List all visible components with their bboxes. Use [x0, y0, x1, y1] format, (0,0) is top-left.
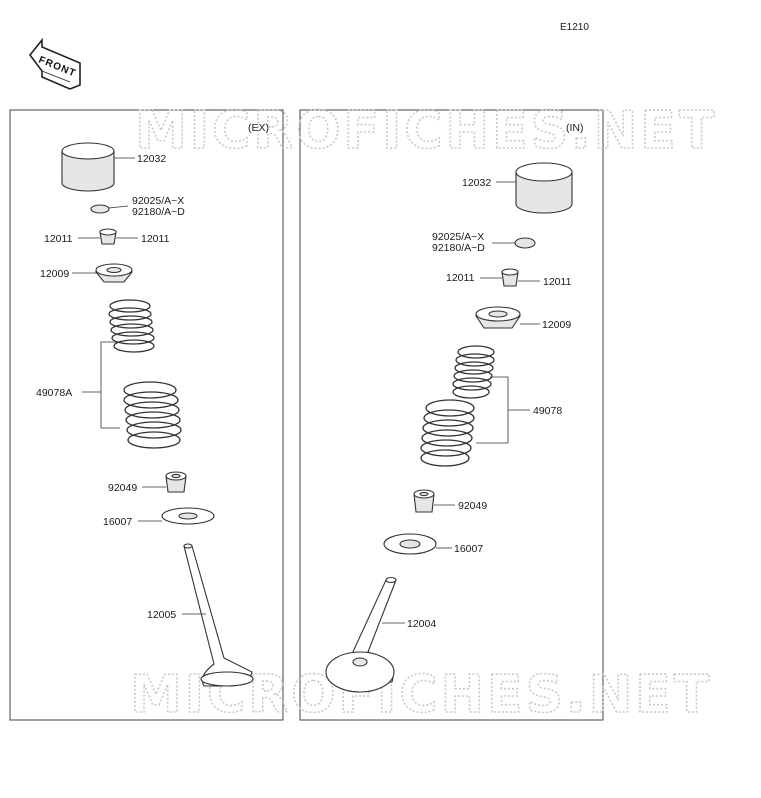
- in-outer-spring: [420, 399, 475, 467]
- in-spring-seat: [383, 533, 437, 555]
- ex-label-12032: 12032: [137, 153, 166, 165]
- in-label-12011-right: 12011: [543, 276, 572, 288]
- in-label-92049: 92049: [458, 500, 487, 512]
- ex-stem-seal: [165, 471, 187, 493]
- in-label-12032: 12032: [462, 177, 491, 189]
- in-stem-seal: [413, 489, 435, 513]
- ex-label-92180: 92180/A~D: [132, 206, 185, 218]
- in-panel-tag: (IN): [566, 122, 584, 134]
- ex-label-16007: 16007: [103, 516, 132, 528]
- ex-panel-tag: (EX): [248, 122, 269, 134]
- ex-panel: 12032 92025/A~X 92180/A~D 12011 12011 12…: [36, 142, 254, 687]
- ex-spring-seat: [161, 507, 215, 525]
- in-label-16007: 16007: [454, 543, 483, 555]
- ex-label-92025: 92025/A~X: [132, 195, 184, 207]
- in-label-92025: 92025/A~X: [432, 231, 484, 243]
- in-spring-retainer: [474, 306, 522, 329]
- in-label-92180: 92180/A~D: [432, 242, 485, 254]
- ex-inner-spring: [108, 299, 155, 353]
- ex-outer-spring: [123, 381, 182, 449]
- in-valve-lifter: [515, 162, 573, 214]
- ex-label-12011-right: 12011: [141, 233, 170, 245]
- in-valve: [325, 576, 397, 693]
- ex-label-49078A: 49078A: [36, 387, 72, 399]
- diagram-code: E1210: [560, 22, 589, 33]
- in-label-49078: 49078: [533, 405, 562, 417]
- watermark-top: MICROFICHES.NET: [135, 101, 717, 161]
- ex-label-12009: 12009: [40, 268, 69, 280]
- ex-valve-lifter: [61, 142, 115, 192]
- in-valve-keepers: [501, 268, 519, 287]
- in-panel: 12032 92025/A~X 92180/A~D 12011 12011 12…: [325, 162, 573, 693]
- in-inner-spring: [452, 345, 495, 399]
- ex-label-12011-left: 12011: [44, 233, 73, 245]
- ex-valve-keepers: [99, 228, 117, 245]
- ex-valve: [183, 543, 254, 687]
- ex-label-92049: 92049: [108, 482, 137, 494]
- in-label-12011-left: 12011: [446, 272, 475, 284]
- ex-spring-retainer: [94, 263, 134, 283]
- in-shim: [514, 237, 536, 249]
- ex-label-12005: 12005: [147, 609, 176, 621]
- in-label-12004: 12004: [407, 618, 436, 630]
- ex-shim: [90, 204, 110, 214]
- front-arrow-icon: FRONT: [28, 37, 81, 90]
- in-panel-frame: [299, 109, 604, 721]
- in-label-12009: 12009: [542, 319, 571, 331]
- ex-panel-frame: [9, 109, 284, 721]
